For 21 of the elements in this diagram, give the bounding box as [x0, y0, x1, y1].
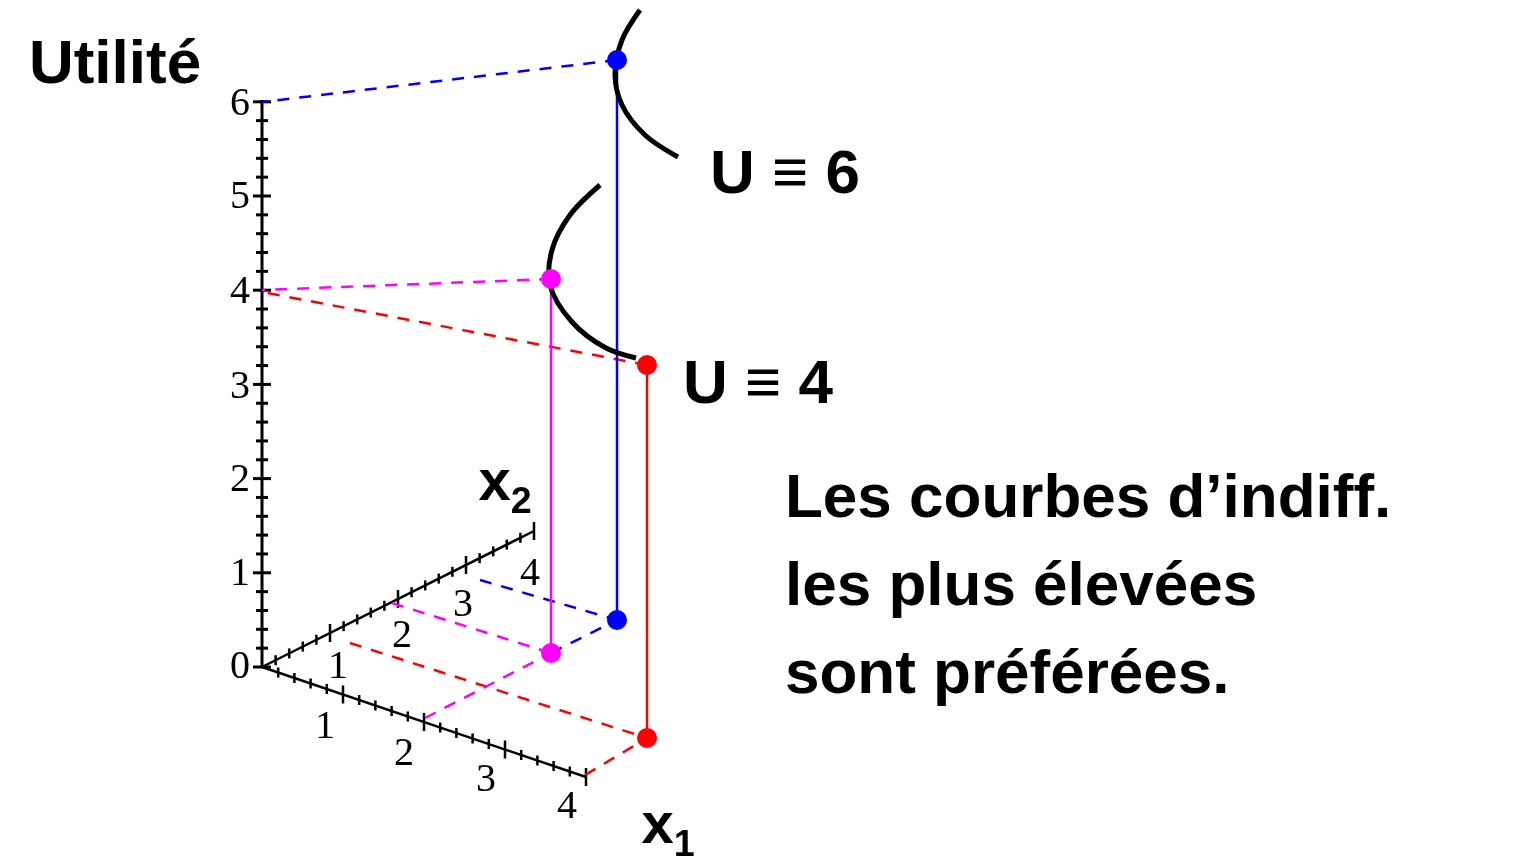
axis-label: x$_{1}$ [641, 793, 695, 863]
tick-label: 6 [230, 82, 250, 122]
tick-label: 3 [453, 583, 473, 623]
tick-label: 0 [230, 645, 250, 685]
tick-label: 4 [520, 552, 540, 592]
tick-label: 5 [230, 175, 250, 215]
tick-label: 4 [230, 270, 250, 310]
tick-label: 1 [230, 552, 250, 592]
tick-label: 1 [315, 705, 335, 745]
tick-label: 2 [392, 614, 412, 654]
tick-label: 4 [557, 785, 577, 825]
curve-label: U ≡ 6 [710, 141, 860, 203]
note-text: Les courbes d’indiff. les plus élevées sont préférées. [785, 460, 1393, 708]
curve-label: U ≡ 4 [683, 351, 833, 413]
tick-label: 2 [230, 458, 250, 498]
tick-label: 3 [230, 365, 250, 405]
tick-label: 3 [476, 758, 496, 798]
axis-label: x$_{2}$ [478, 450, 532, 520]
tick-label: 2 [394, 732, 414, 772]
axis-label: Utilité [28, 31, 202, 93]
tick-label: 1 [328, 645, 348, 685]
